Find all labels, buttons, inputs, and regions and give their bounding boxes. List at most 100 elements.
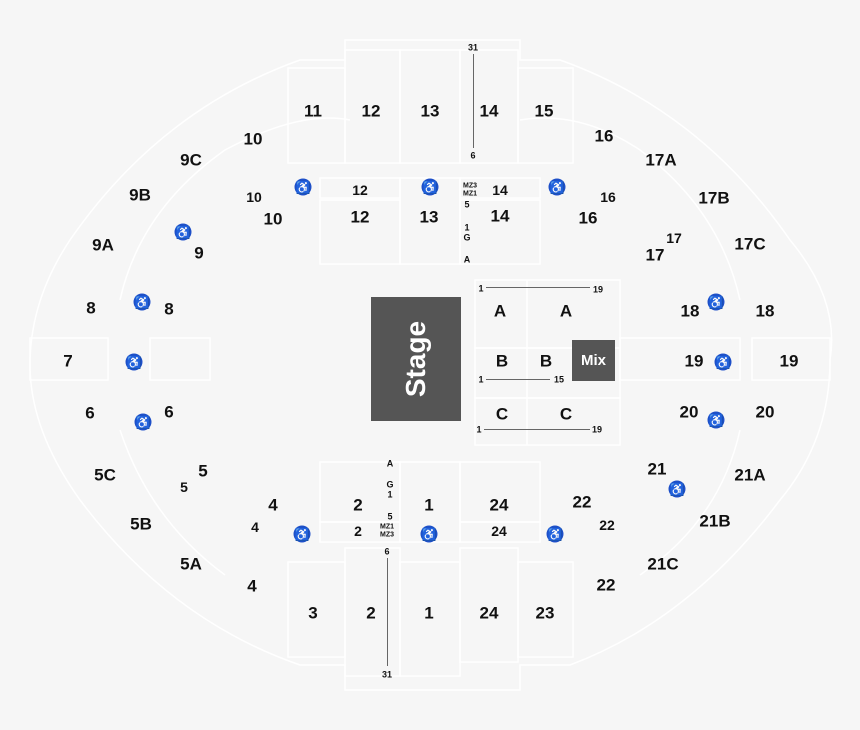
- section-20-lower[interactable]: 20: [679, 402, 699, 422]
- row-line-a: [486, 287, 590, 288]
- section-9c[interactable]: 9C: [180, 150, 202, 170]
- section-22-mezz[interactable]: 22: [599, 517, 615, 533]
- section-14-upper[interactable]: 14: [479, 101, 499, 121]
- section-4-upper[interactable]: 4: [247, 576, 257, 596]
- floor-section-b-left[interactable]: B: [495, 351, 509, 371]
- wheelchair-icon[interactable]: ♿: [707, 411, 725, 429]
- section-5-lower[interactable]: 5: [198, 461, 208, 481]
- section-22-upper[interactable]: 22: [596, 575, 616, 595]
- aisle-bottom-row-1: 1: [387, 489, 393, 500]
- wheelchair-icon[interactable]: ♿: [707, 293, 725, 311]
- section-17a[interactable]: 17A: [645, 150, 677, 170]
- section-3[interactable]: 3: [308, 603, 318, 623]
- section-13-upper[interactable]: 13: [420, 101, 440, 121]
- floor-section-b-right[interactable]: B: [539, 351, 553, 371]
- section-2-lower[interactable]: 2: [353, 495, 363, 515]
- section-9a[interactable]: 9A: [92, 235, 114, 255]
- floor-section-c-left[interactable]: C: [495, 404, 509, 424]
- aisle-bottom-row-a: A: [386, 458, 394, 469]
- aisle-top-row-a: A: [463, 254, 471, 265]
- section-17-mezz[interactable]: 17: [666, 230, 682, 246]
- section-21c[interactable]: 21C: [647, 554, 679, 574]
- section-10-mezz[interactable]: 10: [246, 189, 262, 205]
- aisle-top-row-1: 1: [464, 222, 470, 233]
- section-20-upper[interactable]: 20: [755, 402, 775, 422]
- section-5a[interactable]: 5A: [180, 554, 202, 574]
- aisle-top-row-5: 5: [464, 199, 470, 210]
- section-10-lower[interactable]: 10: [263, 209, 283, 229]
- wheelchair-icon[interactable]: ♿: [548, 178, 566, 196]
- wheelchair-icon[interactable]: ♿: [420, 525, 438, 543]
- section-11[interactable]: 11: [304, 101, 322, 121]
- section-5b[interactable]: 5B: [130, 514, 152, 534]
- wheelchair-icon[interactable]: ♿: [546, 525, 564, 543]
- section-7[interactable]: 7: [63, 351, 73, 371]
- section-1-upper[interactable]: 1: [424, 603, 434, 623]
- wheelchair-icon[interactable]: ♿: [133, 293, 151, 311]
- section-23[interactable]: 23: [535, 603, 555, 623]
- section-16-upper[interactable]: 16: [594, 126, 614, 146]
- wheelchair-icon[interactable]: ♿: [125, 353, 143, 371]
- section-5c[interactable]: 5C: [94, 465, 116, 485]
- section-21[interactable]: 21: [647, 459, 667, 479]
- wheelchair-icon[interactable]: ♿: [293, 525, 311, 543]
- section-8-lower[interactable]: 8: [164, 299, 174, 319]
- wheelchair-icon[interactable]: ♿: [134, 413, 152, 431]
- aisle-bottom-row-6: 6: [384, 546, 390, 557]
- section-18-upper[interactable]: 18: [755, 301, 775, 321]
- section-17c[interactable]: 17C: [734, 234, 766, 254]
- stage: Stage: [371, 297, 461, 421]
- row-start-a: 1: [478, 283, 484, 294]
- row-start-b: 1: [478, 374, 484, 385]
- section-12-upper[interactable]: 12: [361, 101, 381, 121]
- section-16-mezz[interactable]: 16: [600, 189, 616, 205]
- section-9b[interactable]: 9B: [129, 185, 151, 205]
- section-15[interactable]: 15: [534, 101, 554, 121]
- row-end-b: 15: [553, 374, 565, 385]
- floor-section-c-right[interactable]: C: [559, 404, 573, 424]
- section-12-lower[interactable]: 12: [350, 207, 370, 227]
- section-24-lower[interactable]: 24: [489, 495, 509, 515]
- row-line-b: [486, 379, 550, 380]
- floor-section-a-right[interactable]: A: [559, 301, 573, 321]
- section-22-lower[interactable]: 22: [572, 492, 592, 512]
- section-6-lower[interactable]: 6: [164, 402, 174, 422]
- section-19-lower[interactable]: 19: [684, 351, 704, 371]
- row-end-c: 19: [591, 424, 603, 435]
- section-19-upper[interactable]: 19: [779, 351, 799, 371]
- section-4-mezz[interactable]: 4: [251, 519, 259, 535]
- section-6-upper[interactable]: 6: [85, 403, 95, 423]
- section-21a[interactable]: 21A: [734, 465, 766, 485]
- section-1-lower[interactable]: 1: [424, 495, 434, 515]
- section-12-mezz[interactable]: 12: [352, 182, 368, 198]
- section-4-lower[interactable]: 4: [268, 495, 278, 515]
- section-9[interactable]: 9: [194, 243, 204, 263]
- section-2-mezz[interactable]: 2: [354, 523, 362, 539]
- section-24-upper[interactable]: 24: [479, 603, 499, 623]
- section-8-upper[interactable]: 8: [86, 298, 96, 318]
- section-18-lower[interactable]: 18: [680, 301, 700, 321]
- aisle-top-row-6: 6: [470, 150, 476, 161]
- section-17b[interactable]: 17B: [698, 188, 730, 208]
- section-14-mezz[interactable]: 14: [492, 182, 508, 198]
- wheelchair-icon[interactable]: ♿: [668, 480, 686, 498]
- section-10-upper[interactable]: 10: [243, 129, 263, 149]
- section-17-lower[interactable]: 17: [645, 245, 665, 265]
- aisle-bottom-line: [387, 558, 388, 666]
- section-21b[interactable]: 21B: [699, 511, 731, 531]
- section-13-lower[interactable]: 13: [419, 207, 439, 227]
- stage-label: Stage: [400, 320, 431, 398]
- aisle-top-mz3: MZ3: [463, 182, 477, 190]
- row-end-a: 19: [592, 284, 604, 295]
- section-24-mezz[interactable]: 24: [491, 523, 507, 539]
- wheelchair-icon[interactable]: ♿: [714, 353, 732, 371]
- row-start-c: 1: [476, 424, 482, 435]
- wheelchair-icon[interactable]: ♿: [174, 223, 192, 241]
- section-16-lower[interactable]: 16: [578, 208, 598, 228]
- section-5-mezz[interactable]: 5: [180, 479, 188, 495]
- section-14-lower[interactable]: 14: [490, 206, 510, 226]
- floor-section-a-left[interactable]: A: [493, 301, 507, 321]
- wheelchair-icon[interactable]: ♿: [421, 178, 439, 196]
- wheelchair-icon[interactable]: ♿: [294, 178, 312, 196]
- section-2-upper[interactable]: 2: [366, 603, 376, 623]
